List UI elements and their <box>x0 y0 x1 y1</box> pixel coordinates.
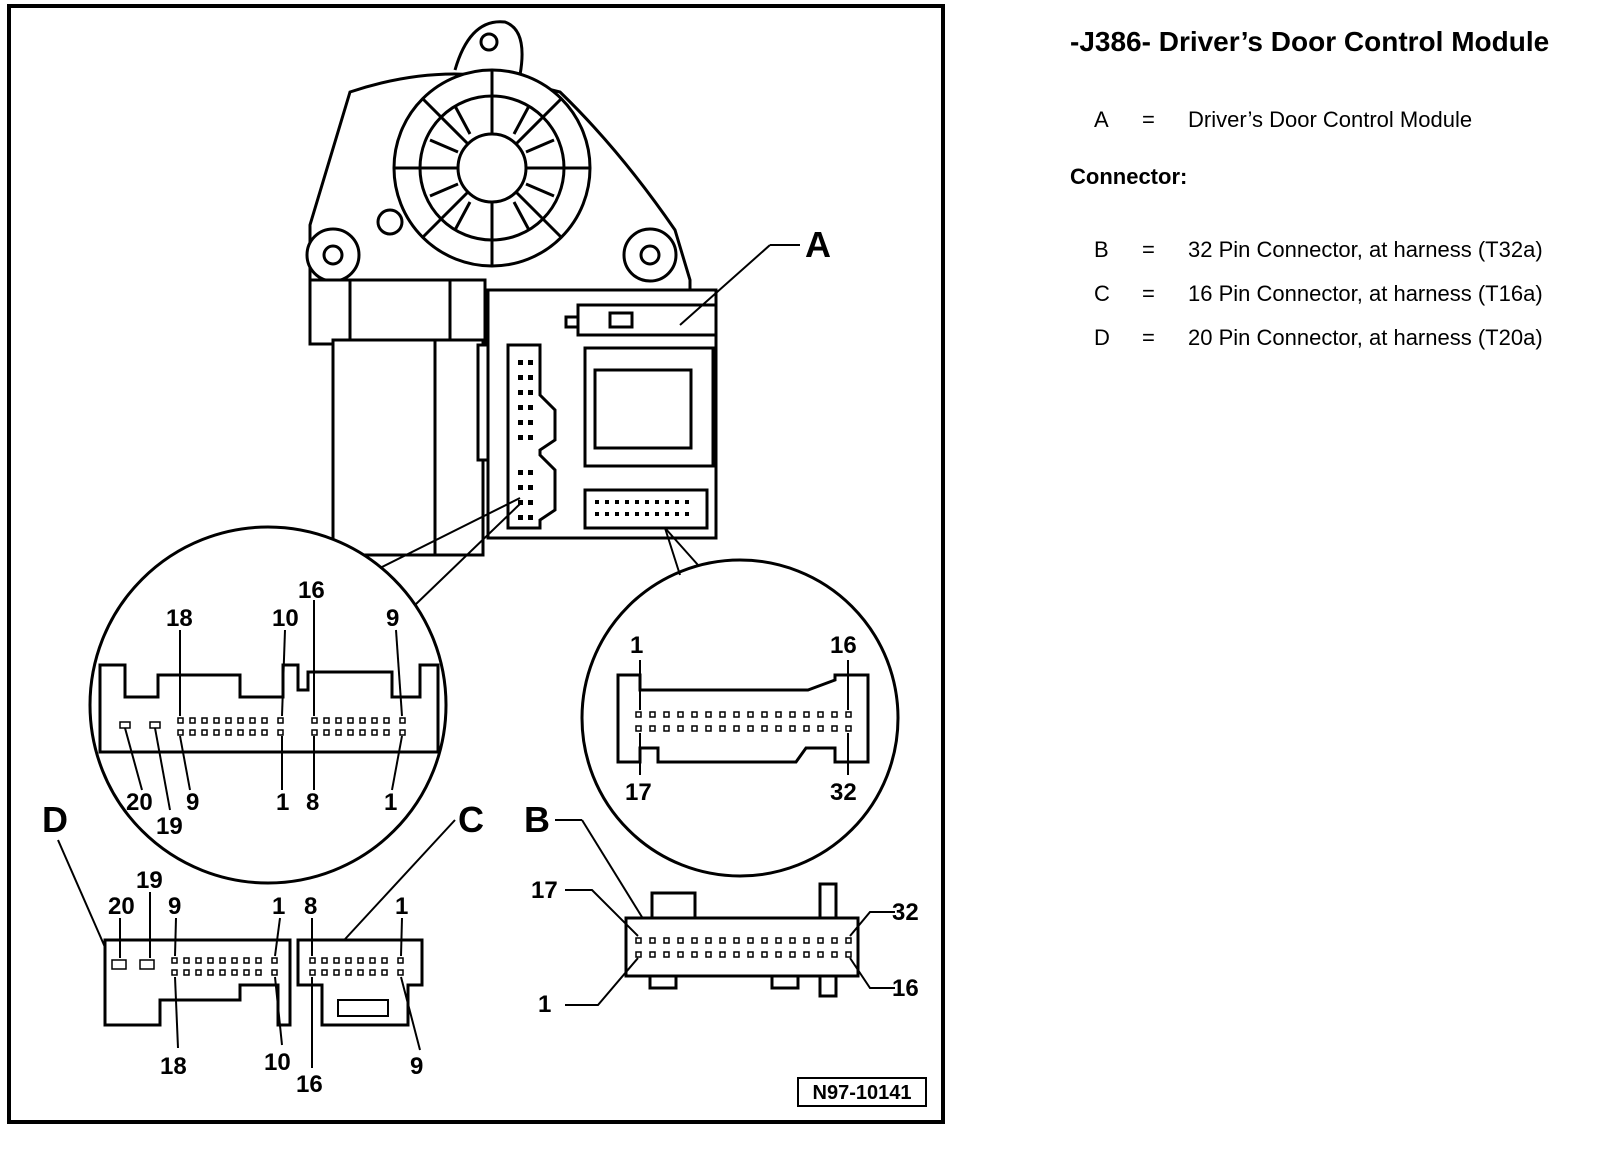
callout-a: A <box>805 224 831 265</box>
legend-key: A <box>1094 107 1109 132</box>
legend-key: C <box>1094 281 1110 306</box>
detail-right-pins <box>635 711 852 732</box>
legend-item-a: A = Driver’s Door Control Module <box>1070 98 1590 142</box>
module-assembly <box>305 20 718 557</box>
connector-heading: Connector: <box>1070 164 1188 189</box>
detail-right-pin-16: 16 <box>830 632 857 659</box>
connector-d-pin-10: 10 <box>264 1049 291 1076</box>
detail-right-pin-17: 17 <box>625 779 652 806</box>
detail-left-pin-19: 19 <box>156 813 183 840</box>
legend-desc: 16 Pin Connector, at harness (T16a) <box>1188 281 1543 306</box>
detail-left-pins <box>119 717 406 736</box>
connector-b-pin-32: 32 <box>892 899 919 926</box>
detail-left-pin-18: 18 <box>166 605 193 632</box>
legend-item-b: B = 32 Pin Connector, at harness (T32a) <box>1070 228 1590 272</box>
module-pin-dots <box>518 360 689 520</box>
leader-c <box>334 819 456 951</box>
callout-d: D <box>42 799 68 840</box>
figure-number-box <box>797 1077 927 1107</box>
connector-d-pin-18: 18 <box>160 1053 187 1080</box>
legend-sep: = <box>1142 325 1155 350</box>
detail-left-pin-20: 20 <box>126 789 153 816</box>
connector-b-pin-17: 17 <box>531 877 558 904</box>
figure-number: N97-10141 <box>813 1082 912 1104</box>
legend-sep: = <box>1142 107 1155 132</box>
connector-d-pin-9: 9 <box>168 893 181 920</box>
connector-d-pin-1: 1 <box>272 893 285 920</box>
legend-sep: = <box>1142 281 1155 306</box>
detail-left-pin-9-bot: 9 <box>186 789 199 816</box>
legend-desc: Driver’s Door Control Module <box>1188 107 1473 132</box>
connector-b <box>624 882 860 998</box>
legend-panel: -J386- Driver’s Door Control Module A = … <box>1070 26 1590 360</box>
leader-a <box>679 244 771 326</box>
detail-right-pin-32: 32 <box>830 779 857 806</box>
legend-desc: 20 Pin Connector, at harness (T20a) <box>1188 325 1543 350</box>
legend-key: D <box>1094 325 1110 350</box>
callout-c: C <box>458 799 484 840</box>
connector-b-pin-1: 1 <box>538 991 551 1018</box>
detail-left-pin-16: 16 <box>298 577 325 604</box>
connector-d-pin-19: 19 <box>136 867 163 894</box>
connector-c-pin-8: 8 <box>304 893 317 920</box>
connector-d-pin-20: 20 <box>108 893 135 920</box>
connector-c-pin-9: 9 <box>410 1053 423 1080</box>
detail-left-pin-1-right: 1 <box>384 789 397 816</box>
legend-item-d: D = 20 Pin Connector, at harness (T20a) <box>1070 316 1590 360</box>
detail-left-pin-9-top: 9 <box>386 605 399 632</box>
detail-left-pin-1-mid: 1 <box>276 789 289 816</box>
connector-c <box>296 938 424 1027</box>
detail-right-pin-1: 1 <box>630 632 643 659</box>
connector-c-pin-16: 16 <box>296 1071 323 1098</box>
legend-key: B <box>1094 237 1109 262</box>
legend-item-c: C = 16 Pin Connector, at harness (T16a) <box>1070 272 1590 316</box>
legend-sep: = <box>1142 237 1155 262</box>
connector-b-pin-16: 16 <box>892 975 919 1002</box>
detail-left-pin-8: 8 <box>306 789 319 816</box>
detail-left-pin-10: 10 <box>272 605 299 632</box>
legend-desc: 32 Pin Connector, at harness (T32a) <box>1188 237 1543 262</box>
connector-diagram: A 18 10 16 9 20 19 9 1 8 1 1 16 17 32 D <box>7 4 945 1124</box>
callout-b: B <box>524 799 550 840</box>
connector-c-pin-1: 1 <box>395 893 408 920</box>
page-title: -J386- Driver’s Door Control Module <box>1070 26 1550 57</box>
